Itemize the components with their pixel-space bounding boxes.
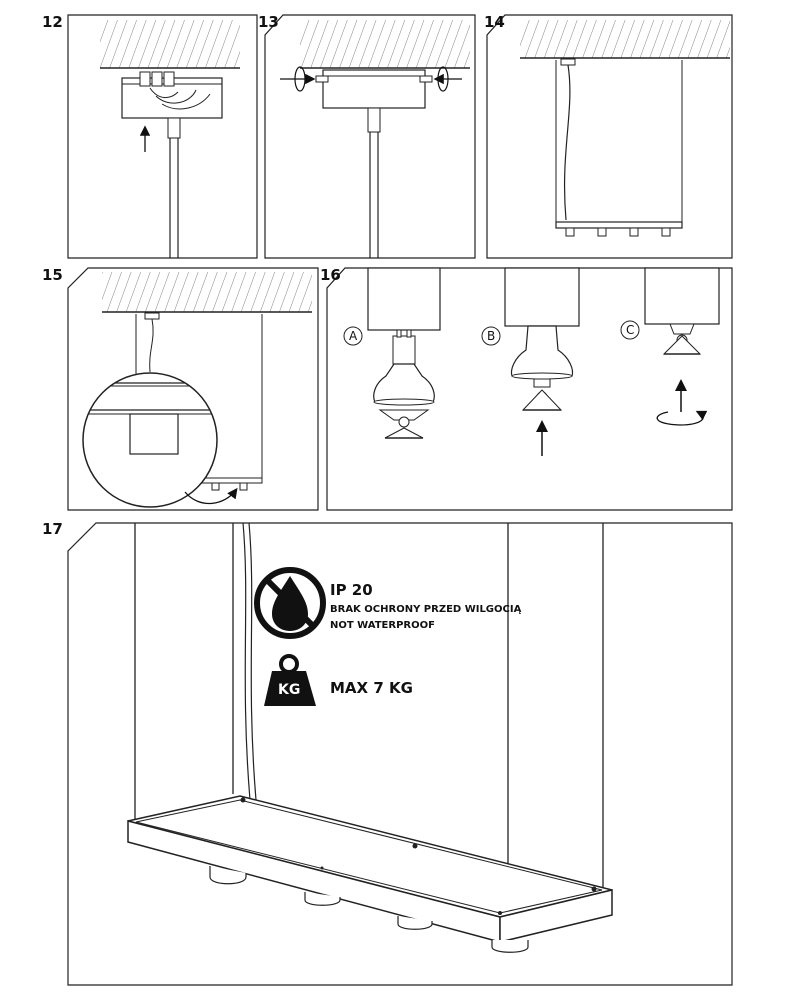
panel-step-15: 15 [42, 266, 319, 511]
screw-left [315, 75, 329, 83]
ceiling [102, 272, 312, 312]
weight-unit-label: KG [278, 682, 300, 698]
variant-c: C [620, 267, 720, 426]
no-water-drop-icon [254, 567, 326, 639]
step-number-13: 13 [258, 13, 279, 31]
arrow-curved [184, 487, 238, 505]
power-cable [563, 64, 571, 221]
step-number-16: 16 [320, 266, 341, 284]
rotate-icon [294, 66, 306, 92]
screw-right [419, 75, 433, 83]
variant-label-c: C [626, 323, 634, 337]
ceiling [300, 20, 470, 68]
variant-label-a: A [349, 329, 358, 343]
variant-label-b: B [487, 329, 495, 343]
ceiling-canopy [121, 71, 223, 119]
panel-step-12: 12 [42, 13, 258, 259]
panel-step-14: 14 [484, 13, 733, 259]
panel-step-17: 17 I [42, 520, 733, 986]
panel-step-16: 16 A B [320, 266, 733, 511]
variant-label-a-circle [343, 326, 363, 346]
rotate-icon [437, 66, 449, 92]
step-number-17: 17 [42, 520, 63, 538]
variant-b: B [481, 267, 580, 456]
detail-magnifier [82, 372, 218, 508]
variant-label-c-circle [620, 320, 640, 340]
step-number-12: 12 [42, 13, 63, 31]
weight-kg-icon: KG [264, 654, 316, 706]
variant-a: A [343, 267, 441, 439]
moisture-warning-en: NOT WATERPROOF [330, 620, 435, 631]
rotate-arrow [656, 410, 708, 426]
moisture-warning-pl: BRAK OCHRONY PRZED WILGOCIĄ [330, 604, 522, 615]
max-load: MAX 7 KG [330, 679, 413, 697]
step-number-14: 14 [484, 13, 505, 31]
variant-label-b-circle [481, 326, 501, 346]
lamp-fixture [127, 795, 613, 953]
ceiling [100, 20, 240, 68]
panel-step-13: 13 [258, 13, 476, 259]
ip-rating: IP 20 [330, 581, 373, 599]
step-number-15: 15 [42, 266, 63, 284]
lamp-body [555, 221, 683, 229]
ceiling [520, 20, 730, 58]
